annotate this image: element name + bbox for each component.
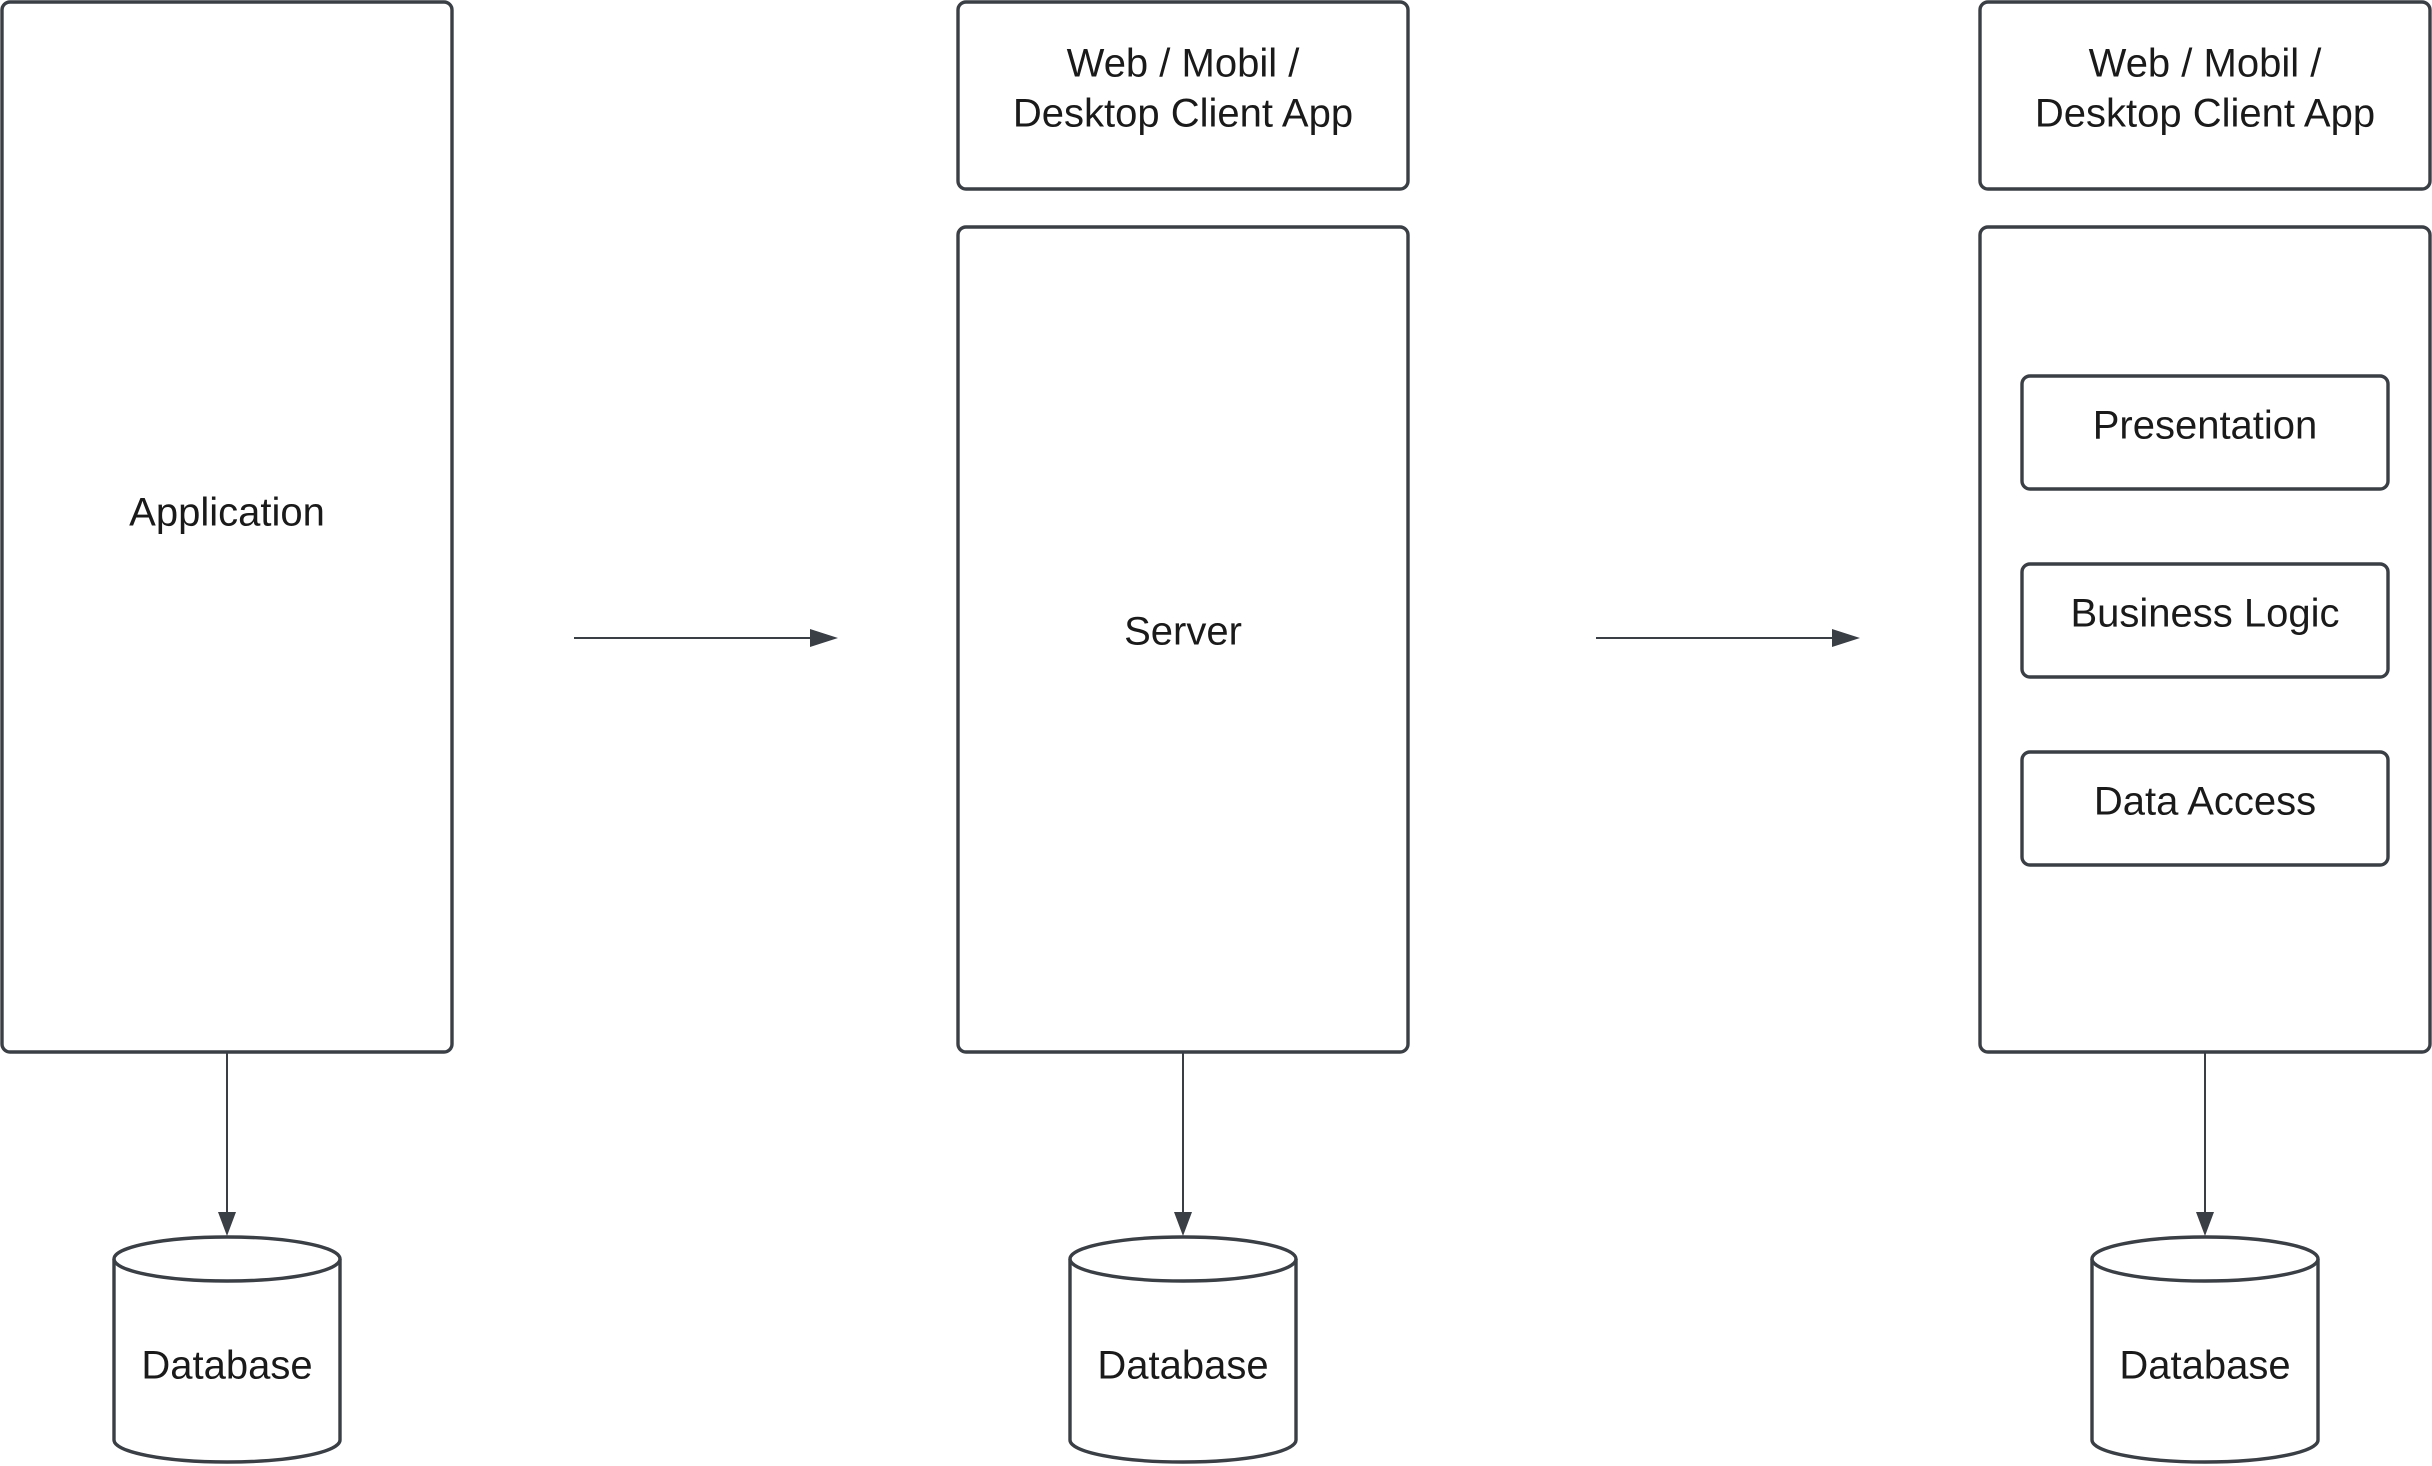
- stage-monolith: Application Database: [0, 0, 454, 1464]
- business-logic-layer-label: Business Logic: [2070, 592, 2339, 636]
- server-label: Server: [1124, 610, 1242, 654]
- database-cylinder-2[interactable]: Database: [1068, 1235, 1298, 1464]
- data-access-layer-box[interactable]: [2020, 750, 2390, 867]
- server-to-database-arrowhead: [1174, 1212, 1192, 1236]
- client-app-label-line2-1: Desktop Client App: [1013, 92, 1353, 136]
- data-access-layer-label: Data Access: [2094, 780, 2316, 824]
- presentation-layer-box[interactable]: [2020, 374, 2390, 491]
- client-app-label-line1-1: Web / Mobil /: [1067, 42, 1301, 86]
- database-cylinder-1[interactable]: Database: [112, 1235, 342, 1464]
- database-label-1: Database: [141, 1344, 312, 1388]
- presentation-layer-label: Presentation: [2093, 404, 2318, 448]
- business-logic-layer-box[interactable]: [2020, 562, 2390, 679]
- database-label-2: Database: [1097, 1344, 1268, 1388]
- database-label-3: Database: [2119, 1344, 2290, 1388]
- application-to-database-arrowhead: [218, 1212, 236, 1236]
- client-app-label-line1-2: Web / Mobil /: [2089, 42, 2323, 86]
- layered-server-to-database-arrowhead: [2196, 1212, 2214, 1236]
- stage-client-server: Web / Mobil / Desktop Client App Server …: [956, 0, 1410, 1464]
- client-app-box-1[interactable]: [956, 0, 1410, 191]
- transition-arrow-1: [574, 629, 838, 647]
- database-cylinder-3[interactable]: Database: [2090, 1235, 2320, 1464]
- application-label: Application: [129, 491, 325, 535]
- client-app-label-line2-2: Desktop Client App: [2035, 92, 2375, 136]
- client-app-box-2[interactable]: [1978, 0, 2432, 191]
- transition-arrow-2: [1596, 629, 1860, 647]
- stage-layered: Web / Mobil / Desktop Client App Present…: [1978, 0, 2432, 1464]
